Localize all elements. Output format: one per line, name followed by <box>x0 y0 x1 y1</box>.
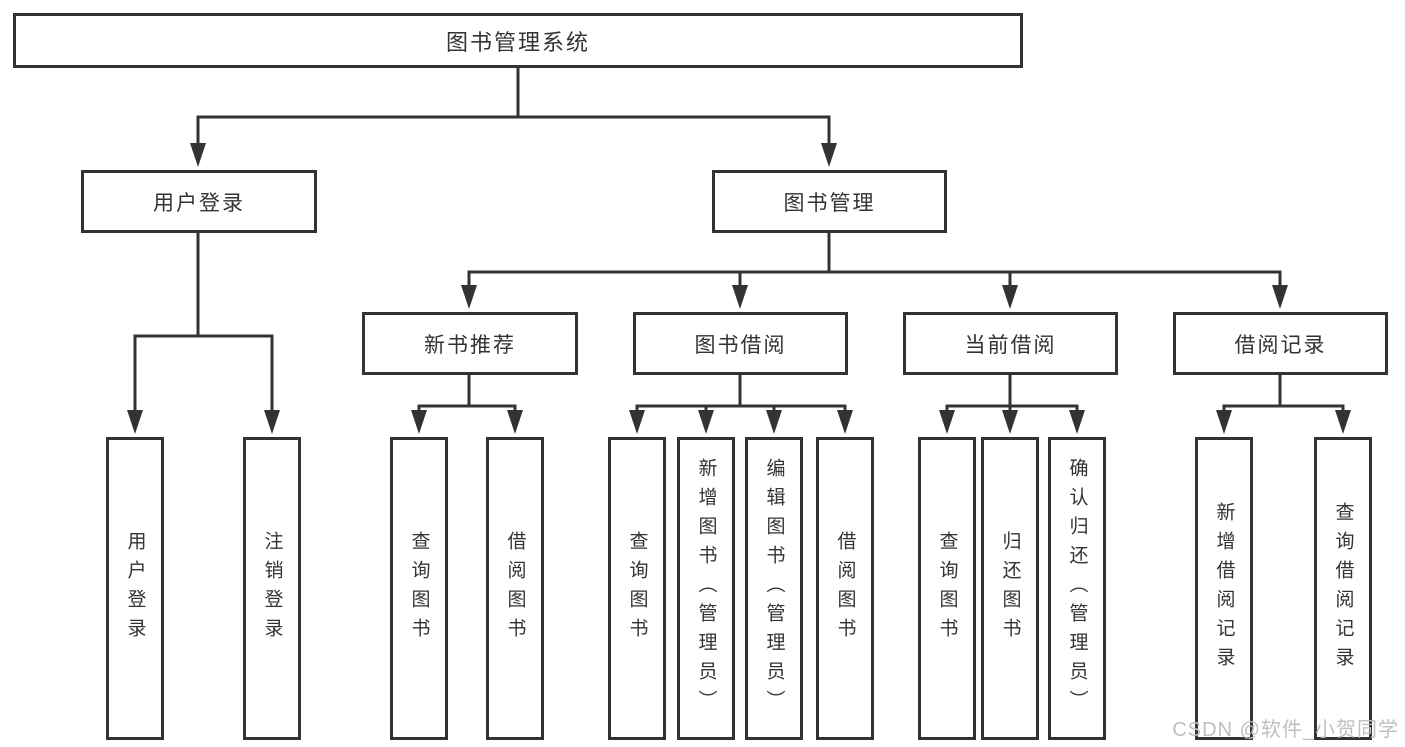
arrowhead <box>821 143 837 167</box>
connector-level3-bar <box>467 270 1282 290</box>
leaf-return-book: 归还图书 <box>981 437 1039 740</box>
arrowhead <box>837 410 853 434</box>
connector-level2-bar <box>196 115 831 148</box>
arrowhead <box>1069 410 1085 434</box>
arrowhead <box>629 410 645 434</box>
leaf-borrow-books: 借阅图书 <box>486 437 544 740</box>
arrowhead <box>461 285 477 309</box>
node-new-book-recommendation: 新书推荐 <box>362 312 578 375</box>
csdn-watermark: CSDN @软件_小贺同学 <box>1172 719 1399 741</box>
leaf-user-login: 用户登录 <box>106 437 164 740</box>
arrowhead <box>411 410 427 434</box>
arrowhead <box>507 410 523 434</box>
arrowhead <box>939 410 955 434</box>
arrowhead <box>190 143 206 167</box>
node-book-management: 图书管理 <box>712 170 947 233</box>
arrowhead <box>766 410 782 434</box>
arrowhead <box>1335 410 1351 434</box>
arrowhead <box>698 410 714 434</box>
leaf-edit-book-admin: 编辑图书（管理员） <box>745 437 803 740</box>
arrowhead <box>1002 410 1018 434</box>
node-user-login: 用户登录 <box>81 170 317 233</box>
leaf-add-book-admin: 新增图书（管理员） <box>677 437 735 740</box>
arrowhead <box>127 410 143 434</box>
leaf-confirm-return-admin: 确认归还（管理员） <box>1048 437 1106 740</box>
connector-newbook-bar <box>417 404 517 414</box>
leaf-query-books: 查询图书 <box>390 437 448 740</box>
connector-userlogin-bar <box>133 334 274 414</box>
leaf-logout: 注销登录 <box>243 437 301 740</box>
connector-bookborrow-bar <box>635 404 847 414</box>
node-borrowing-records: 借阅记录 <box>1173 312 1388 375</box>
leaf-borrow-books-2: 借阅图书 <box>816 437 874 740</box>
arrowhead <box>1002 285 1018 309</box>
leaf-add-borrow-record: 新增借阅记录 <box>1195 437 1253 740</box>
leaf-query-borrow-record: 查询借阅记录 <box>1314 437 1372 740</box>
arrowhead <box>1216 410 1232 434</box>
arrowhead <box>1272 285 1288 309</box>
connector-records-bar <box>1222 404 1345 414</box>
node-current-borrowing: 当前借阅 <box>903 312 1118 375</box>
node-library-management-system: 图书管理系统 <box>13 13 1023 68</box>
arrowhead <box>732 285 748 309</box>
leaf-query-books-2: 查询图书 <box>608 437 666 740</box>
node-book-borrowing: 图书借阅 <box>633 312 848 375</box>
leaf-query-books-3: 查询图书 <box>918 437 976 740</box>
arrowhead <box>264 410 280 434</box>
